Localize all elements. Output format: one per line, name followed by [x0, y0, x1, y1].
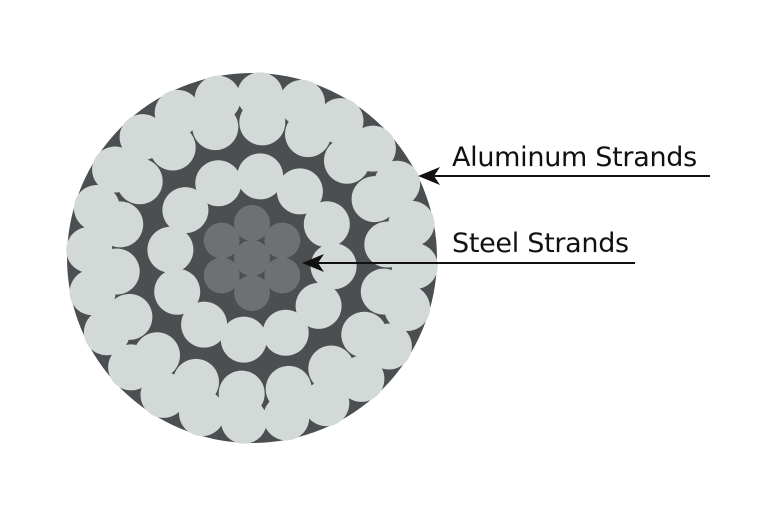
steel-strand	[203, 257, 240, 294]
aluminum-strand	[154, 89, 201, 136]
aluminum-strand	[276, 168, 323, 215]
steel-strand	[234, 275, 270, 311]
aluminum-strand	[108, 344, 155, 391]
strands-group	[66, 72, 438, 444]
aluminum-strand	[303, 201, 350, 248]
aluminum-strand	[295, 282, 342, 329]
aluminum-strand	[69, 269, 116, 316]
aluminum-strand	[92, 146, 139, 193]
steel-arrowhead-icon	[302, 254, 324, 272]
aluminum-strand	[391, 243, 438, 290]
aluminum-strand	[119, 114, 166, 161]
aluminum-strand	[147, 226, 194, 273]
aluminum-strand	[365, 323, 412, 370]
steel-strand	[264, 222, 301, 259]
aluminum-strand	[194, 75, 241, 122]
aluminum-strand	[83, 309, 130, 356]
aluminum-strand	[66, 226, 113, 273]
aluminum-arrowhead-icon	[418, 167, 440, 185]
steel-strand	[203, 222, 240, 259]
aluminum-strand	[237, 72, 284, 119]
aluminum-strand	[140, 371, 187, 418]
aluminum-strand	[279, 79, 325, 126]
steel-leader	[302, 254, 635, 272]
aluminum-strand	[317, 98, 364, 145]
aluminum-strand	[179, 390, 225, 437]
aluminum-strand	[237, 153, 284, 200]
aluminum-strand	[220, 397, 267, 444]
aluminum-strand	[374, 160, 421, 207]
aluminum-strand	[181, 301, 228, 348]
aluminum-strand	[73, 185, 120, 231]
aluminum-strand	[388, 200, 435, 247]
aluminum-strand	[262, 309, 309, 356]
aluminum-leader	[418, 167, 710, 185]
aluminum-strand	[195, 160, 242, 207]
steel-strand	[234, 240, 270, 276]
aluminum-strand	[263, 394, 310, 441]
aluminum-strand	[384, 285, 431, 331]
steel-strand	[264, 257, 301, 294]
aluminum-strand	[303, 380, 350, 427]
aluminum-strand	[154, 268, 201, 315]
aluminum-strands-label: Aluminum Strands	[452, 142, 697, 173]
aluminum-strand	[220, 316, 267, 363]
aluminum-strand	[310, 243, 357, 290]
steel-strands-label: Steel Strands	[452, 228, 629, 259]
steel-strand	[234, 205, 270, 241]
aluminum-strand	[162, 187, 209, 234]
aluminum-strand	[338, 355, 385, 402]
aluminum-strand	[349, 125, 396, 172]
